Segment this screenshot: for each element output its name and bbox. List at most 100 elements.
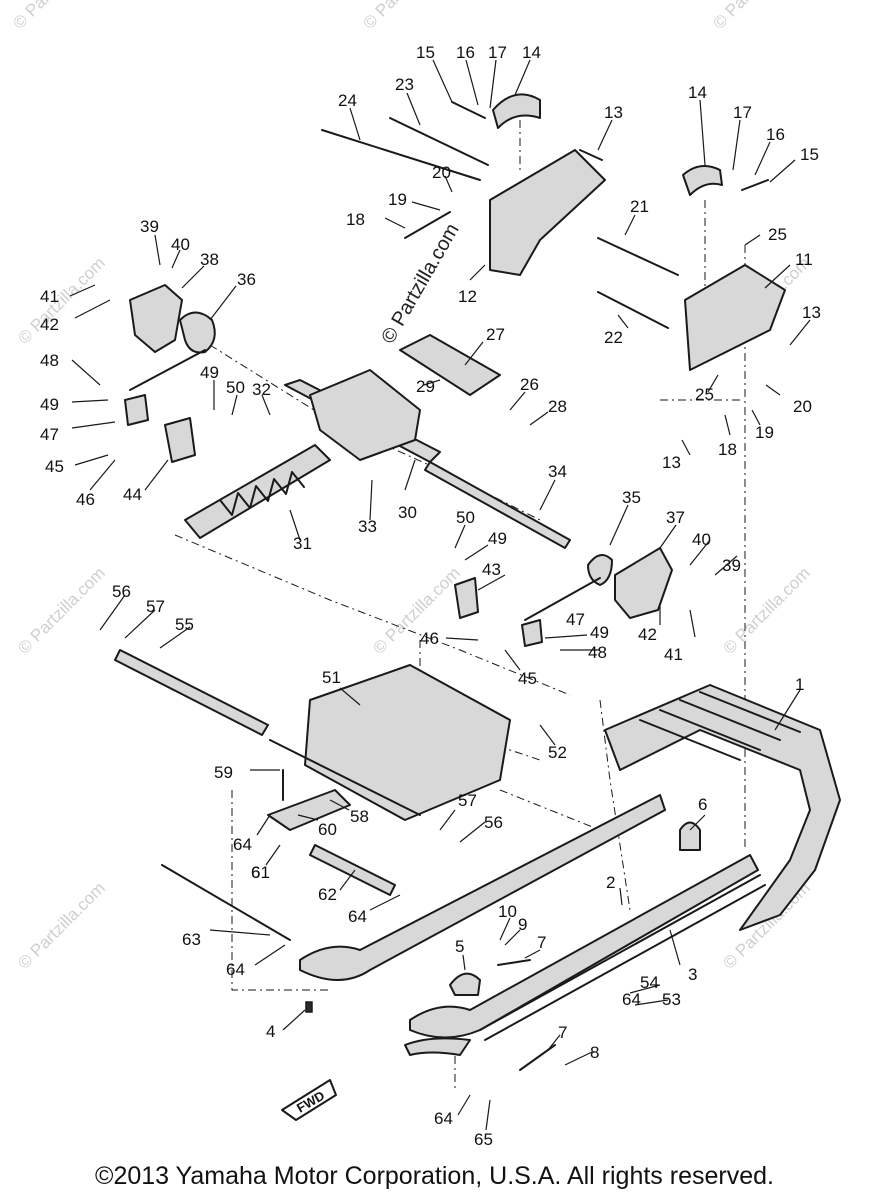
callout-label: 46 bbox=[420, 629, 439, 648]
cap-rear-left bbox=[492, 93, 541, 129]
frame-51-tube bbox=[269, 739, 421, 816]
callout-label: 6 bbox=[698, 795, 707, 814]
callout-label: 18 bbox=[346, 210, 365, 229]
callout-label: 64 bbox=[434, 1109, 453, 1128]
copyright-notice: ©2013 Yamaha Motor Corporation, U.S.A. A… bbox=[95, 1162, 774, 1190]
bolt-18 bbox=[404, 211, 451, 239]
callout-label: 25 bbox=[768, 225, 787, 244]
callout-label: 64 bbox=[233, 835, 252, 854]
callout-label: 23 bbox=[395, 75, 414, 94]
callout-label: 13 bbox=[802, 303, 821, 322]
callout-label: 32 bbox=[252, 380, 271, 399]
callout-label: 35 bbox=[622, 488, 641, 507]
callout-label: 40 bbox=[692, 530, 711, 549]
callout-label: 15 bbox=[800, 145, 819, 164]
parts-layer: FWD bbox=[114, 93, 841, 1121]
callout-label: 19 bbox=[388, 190, 407, 209]
lever-58 bbox=[267, 789, 351, 831]
callout-label: 63 bbox=[182, 930, 201, 949]
callout-label: 40 bbox=[171, 235, 190, 254]
callout-label: 16 bbox=[766, 125, 785, 144]
watermark-text: © Partzilla.com bbox=[14, 253, 108, 347]
arm-27 bbox=[399, 334, 501, 396]
callout-label: 48 bbox=[40, 351, 59, 370]
callout-label: 1 bbox=[795, 675, 804, 694]
clip-7 bbox=[497, 959, 531, 966]
callout-label: 49 bbox=[488, 529, 507, 548]
callout-label: 38 bbox=[200, 250, 219, 269]
spring-35 bbox=[587, 554, 613, 586]
callout-label: 6 bbox=[251, 863, 260, 882]
callout-label: 3 bbox=[688, 965, 697, 984]
spring-36 bbox=[179, 311, 216, 354]
shock-spring bbox=[219, 471, 305, 516]
track-1 bbox=[604, 684, 841, 931]
callout-label: 64 bbox=[348, 907, 367, 926]
callout-label: 30 bbox=[398, 503, 417, 522]
callout-label: 22 bbox=[604, 328, 623, 347]
callout-label: 18 bbox=[718, 440, 737, 459]
shaft-55 bbox=[114, 649, 269, 736]
callout-label: 20 bbox=[432, 163, 451, 182]
rod-63 bbox=[161, 864, 291, 941]
watermark-text: © Partzilla.com bbox=[14, 563, 108, 657]
rail-left bbox=[299, 794, 666, 981]
callout-label: 52 bbox=[548, 743, 567, 762]
callout-label: 65 bbox=[474, 1130, 493, 1149]
callout-label: 31 bbox=[293, 534, 312, 553]
bolt-15 bbox=[451, 101, 486, 119]
callout-label: 2 bbox=[606, 873, 615, 892]
rod-35 bbox=[524, 577, 601, 621]
watermark-text: © Partzilla.com bbox=[719, 563, 813, 657]
rail-tip bbox=[404, 1037, 471, 1056]
callout-label: 64 bbox=[622, 990, 641, 1009]
callout-label: 12 bbox=[458, 287, 477, 306]
callout-label: 50 bbox=[226, 378, 245, 397]
callout-label: 57 bbox=[146, 597, 165, 616]
callout-label: 11 bbox=[795, 250, 813, 269]
leader-lines bbox=[69, 59, 811, 1131]
callout-label: 26 bbox=[520, 375, 539, 394]
rail-right bbox=[409, 854, 759, 1039]
watermark-text: © Partzilla.com bbox=[359, 0, 453, 33]
callout-label: 27 bbox=[486, 325, 505, 344]
callout-label: 57 bbox=[458, 791, 477, 810]
track-1-detail bbox=[639, 691, 801, 761]
block-43 bbox=[454, 577, 479, 619]
callout-label: 47 bbox=[40, 425, 59, 444]
block-47b bbox=[521, 619, 543, 647]
stopper-5 bbox=[449, 972, 481, 996]
callout-label: 17 bbox=[733, 103, 752, 122]
callout-label: 36 bbox=[237, 270, 256, 289]
callout-label: 43 bbox=[482, 560, 501, 579]
callout-label: 60 bbox=[318, 820, 337, 839]
rod-23 bbox=[389, 117, 489, 166]
shock-absorber-31 bbox=[184, 444, 331, 539]
watermark-text: © Partzilla.com bbox=[14, 878, 108, 972]
callout-label: 39 bbox=[140, 217, 159, 236]
damper-62 bbox=[309, 844, 396, 896]
callout-labels: 1 2 3 4 5 6 6 7 7 8 9 10 11 12 13 13 13 … bbox=[40, 43, 821, 1149]
watermark-text: © Partzilla.com bbox=[369, 563, 463, 657]
callout-label: 49 bbox=[590, 623, 609, 642]
callout-label: 21 bbox=[630, 197, 649, 216]
watermark-main: © Partzilla.com bbox=[377, 220, 463, 348]
callout-label: 25 bbox=[695, 385, 714, 404]
callout-label: 64 bbox=[226, 960, 245, 979]
bolt-4 bbox=[305, 1001, 313, 1013]
front-bracket-38 bbox=[129, 284, 183, 353]
block-44 bbox=[164, 417, 196, 463]
callout-label: 39 bbox=[722, 556, 741, 575]
callout-label: 10 bbox=[498, 902, 517, 921]
callout-label: 54 bbox=[640, 973, 659, 992]
callout-label: 47 bbox=[566, 610, 585, 629]
callout-label: 17 bbox=[488, 43, 507, 62]
callout-label: 34 bbox=[548, 462, 567, 481]
frame-51 bbox=[304, 664, 511, 821]
rail-slide bbox=[479, 874, 766, 1041]
callout-label: 14 bbox=[522, 43, 541, 62]
callout-label: 49 bbox=[40, 395, 59, 414]
callout-label: 55 bbox=[175, 615, 194, 634]
callout-label: 53 bbox=[662, 990, 681, 1009]
watermark-text: © Partzilla.com bbox=[709, 0, 803, 33]
